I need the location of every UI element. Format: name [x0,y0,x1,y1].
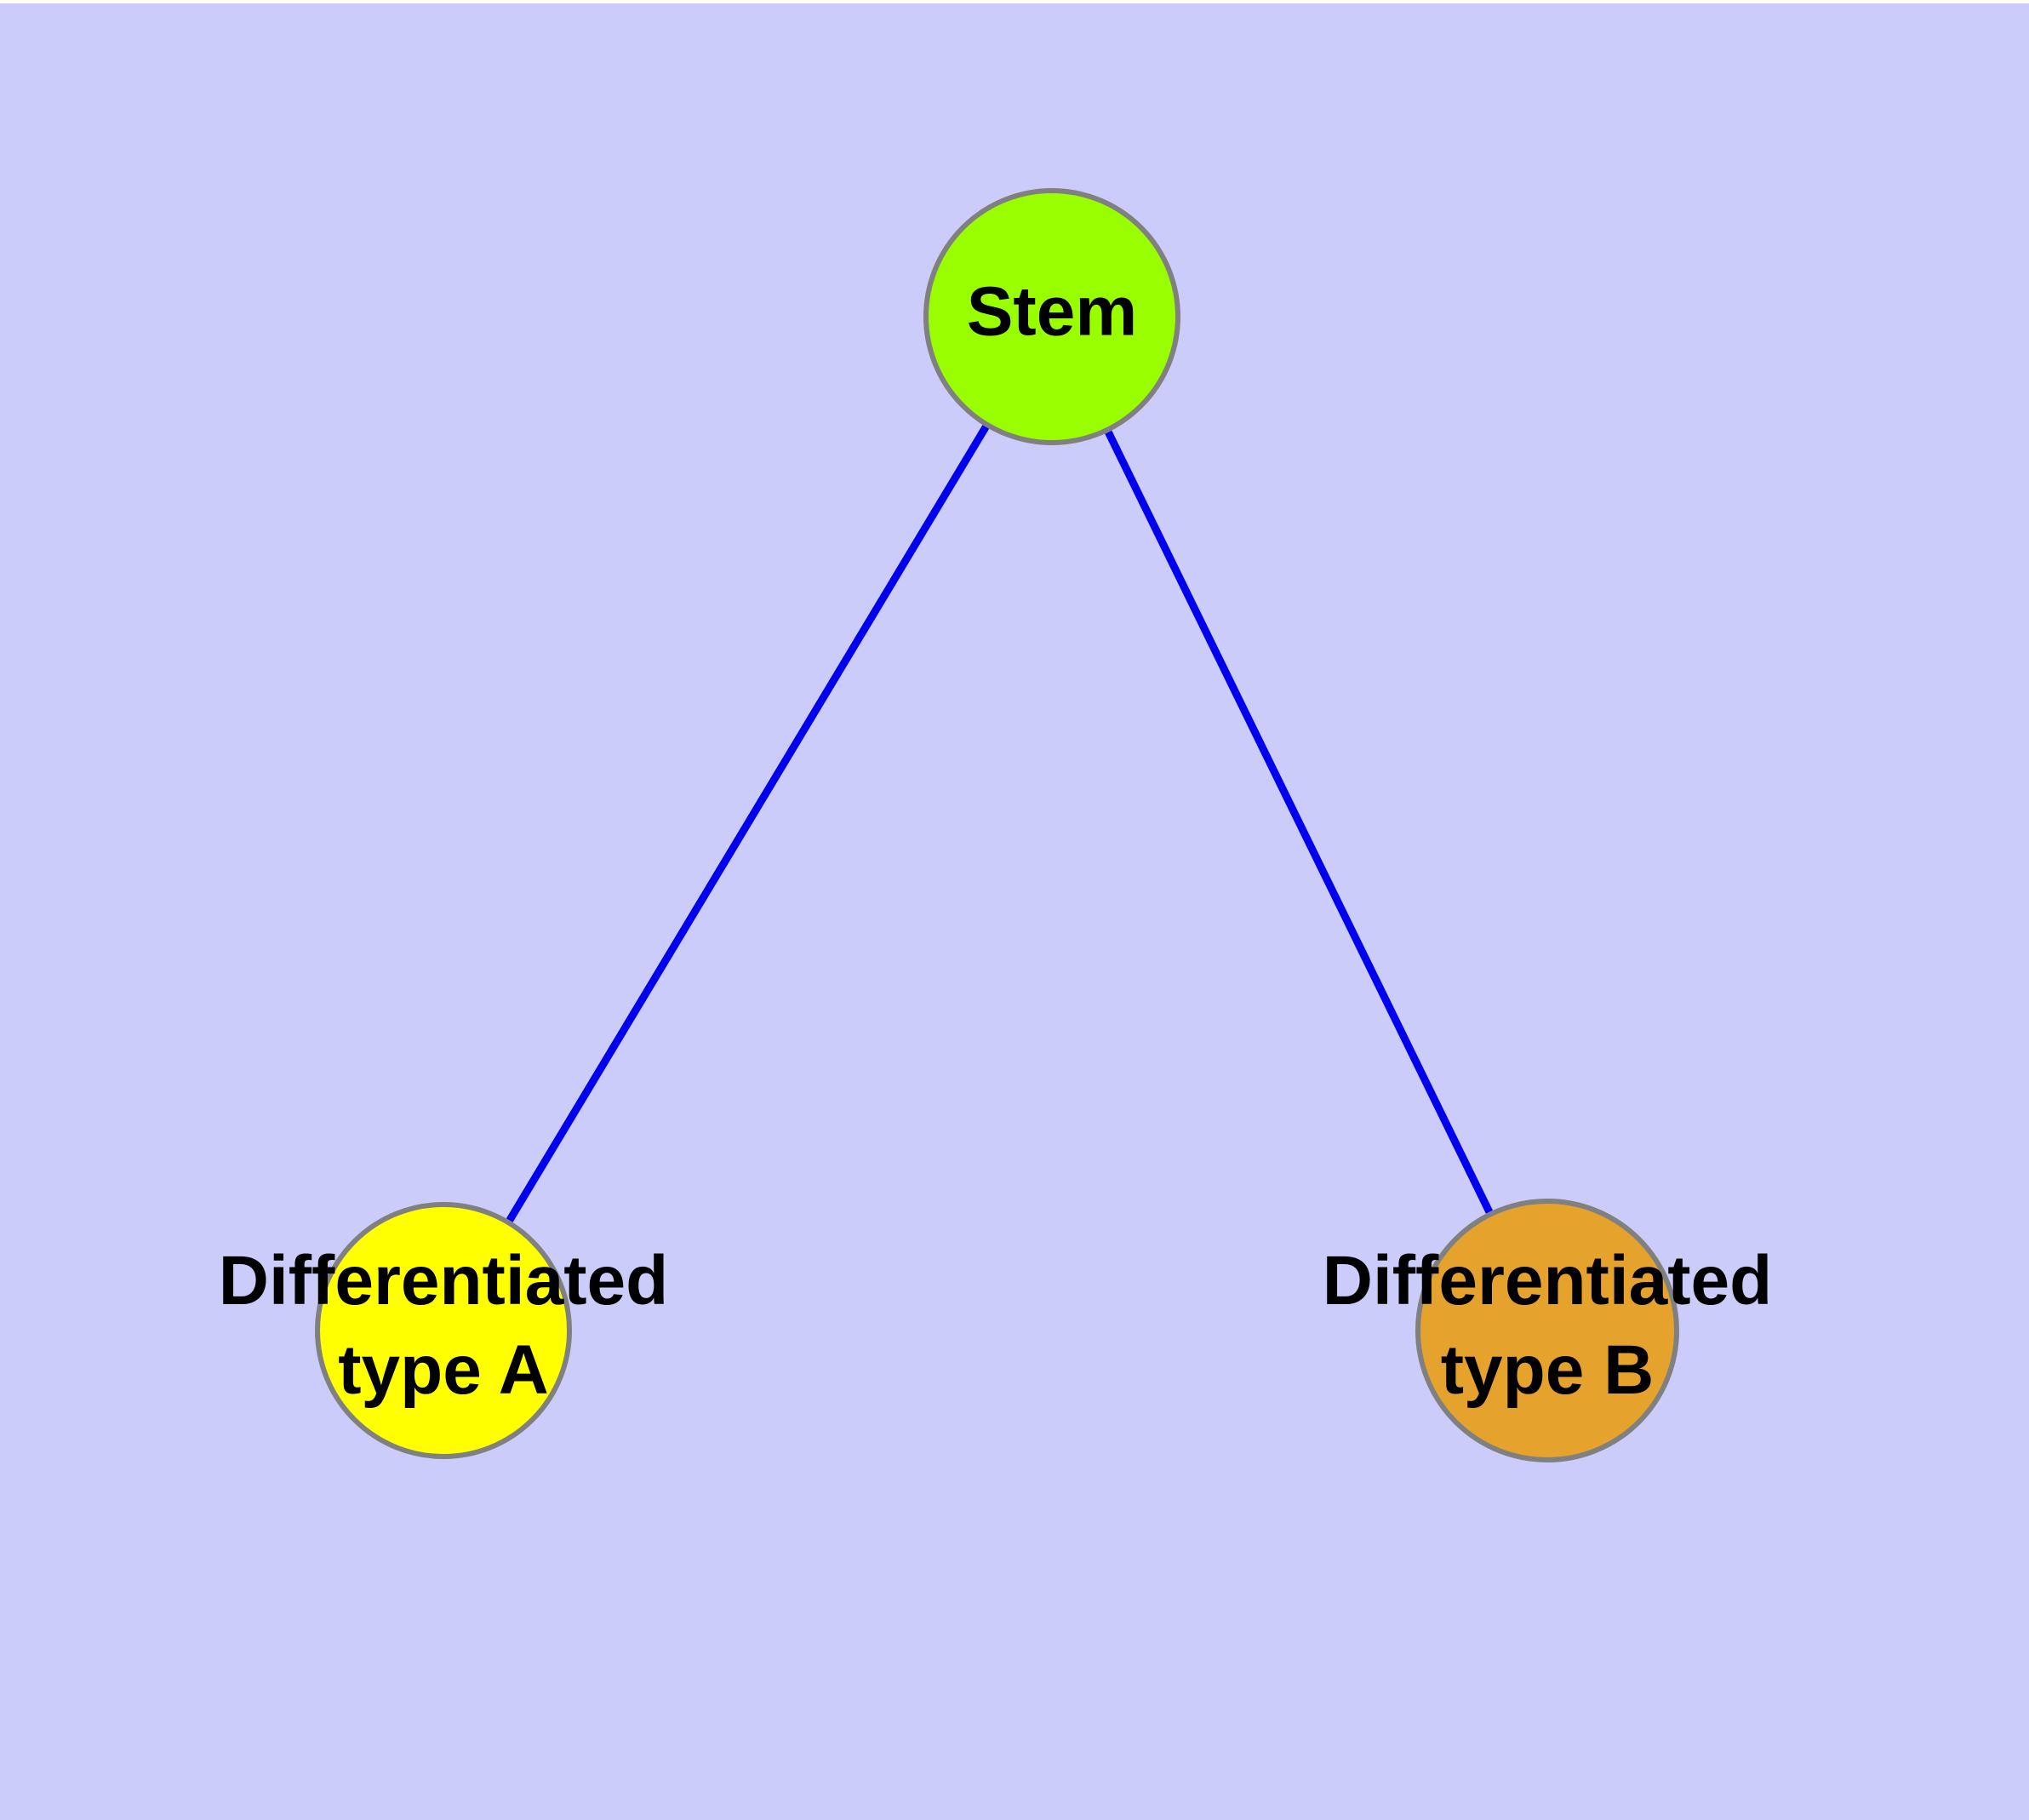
edges-group [506,425,1493,1222]
node-circle[interactable] [315,1202,572,1459]
node-circle[interactable] [923,188,1180,445]
node-label-line: Differentiated [219,1242,669,1319]
graph-node-diff_b[interactable] [1415,1199,1679,1462]
node-label-stem: Stem [967,273,1138,351]
node-label-diff_b: Differentiated type B [1323,1242,1773,1409]
graph-node-diff_a[interactable] [315,1202,572,1459]
node-label-diff_a: Differentiated type A [219,1242,669,1409]
graph-edge [1105,430,1493,1214]
graph-edge [506,425,990,1222]
node-label-line: type B [1441,1331,1655,1409]
node-label-line: Differentiated [1323,1242,1773,1319]
node-circle[interactable] [1415,1199,1679,1462]
node-label-line: type A [338,1331,549,1409]
graph-node-stem[interactable] [923,188,1180,445]
node-label-line: Stem [967,273,1138,351]
